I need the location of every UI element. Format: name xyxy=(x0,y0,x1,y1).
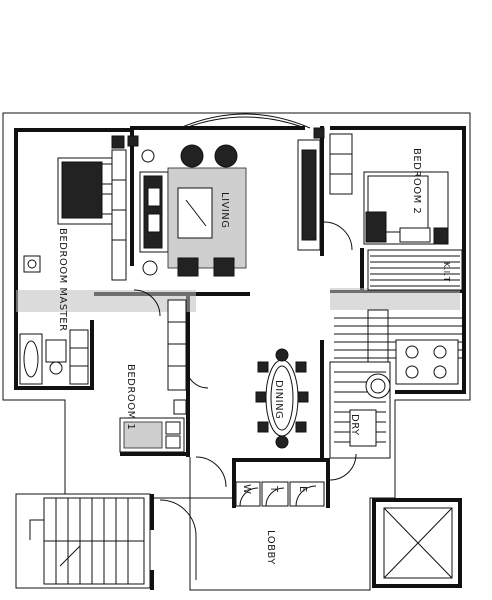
balcony-arc xyxy=(179,113,311,129)
bedroom-2: BEDROOM 2 xyxy=(323,133,449,251)
dining-room-label: DINING xyxy=(273,380,284,419)
master-bath xyxy=(19,329,89,385)
living-room-label: LIVING xyxy=(219,192,230,229)
bedroom-2-label: BEDROOM 2 xyxy=(411,148,422,214)
living-room: LIVING xyxy=(139,139,321,277)
shaft-w-label: W xyxy=(241,484,252,494)
shaft-t-label: T xyxy=(268,485,279,493)
service-shafts: W T E xyxy=(235,481,325,507)
dry-yard-label: DRY xyxy=(349,414,360,436)
lobby-label: LOBBY xyxy=(265,530,276,565)
master-bedroom-label: BEDROOM MASTER xyxy=(57,228,68,332)
smudge-band xyxy=(16,288,460,312)
lobby: LOBBY xyxy=(159,499,276,580)
master-bedroom: BEDROOM MASTER xyxy=(23,149,161,332)
staircase xyxy=(15,493,154,590)
shaft-e-label: E xyxy=(297,486,308,493)
outer-boundary xyxy=(2,112,471,591)
kitchen-label: K.I.T xyxy=(442,262,451,282)
lift-shaft xyxy=(372,498,462,588)
entry-doors xyxy=(189,453,357,499)
dry-yard: DRY xyxy=(329,361,391,459)
dining-room: DINING xyxy=(255,348,309,449)
bedroom-1-label: BEDROOM 1 xyxy=(125,364,136,430)
bedroom-1: BEDROOM 1 xyxy=(119,299,209,453)
